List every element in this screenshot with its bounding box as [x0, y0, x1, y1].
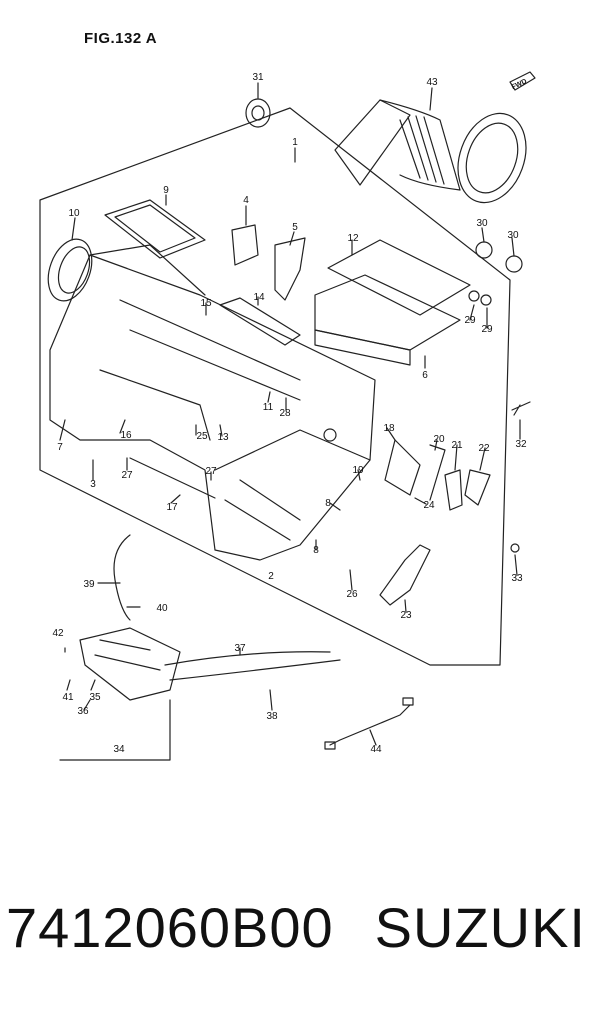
clip-29b-drawing — [480, 294, 492, 306]
callout-21: 21 — [451, 440, 463, 451]
link-22-drawing — [464, 469, 491, 506]
bracket-5-drawing — [274, 237, 306, 301]
callout-42: 42 — [52, 628, 64, 639]
grommet-30a-drawing — [475, 241, 493, 259]
callout-32: 32 — [515, 439, 527, 450]
callout-13: 13 — [217, 432, 229, 443]
callout-25: 25 — [196, 431, 208, 442]
figure-title: FIG.132 A — [84, 30, 158, 47]
lever-18-drawing — [384, 439, 421, 496]
callout-7: 7 — [57, 442, 63, 453]
rod-17-drawing — [129, 457, 216, 499]
callout-41: 41 — [62, 692, 74, 703]
control-assembly-34-drawing — [79, 627, 181, 701]
callout-16: 16 — [120, 430, 132, 441]
heater-case-drawing — [49, 244, 376, 561]
filter-12-drawing — [327, 239, 471, 316]
callout-43: 43 — [426, 77, 438, 88]
callout-24: 24 — [423, 500, 435, 511]
callout-8a: 8 — [325, 498, 331, 509]
duct-43-drawing — [334, 99, 527, 204]
plate-14-drawing — [219, 297, 301, 346]
cable-39-drawing — [113, 534, 131, 621]
clip-29a-drawing — [468, 290, 480, 302]
callout-34: 34 — [113, 744, 125, 755]
grommet-30b-drawing — [505, 255, 523, 273]
callout-38: 38 — [266, 711, 278, 722]
callout-19: 19 — [352, 465, 364, 476]
assembly-frame — [39, 107, 511, 666]
callout-9: 9 — [163, 185, 169, 196]
filter-6-drawing — [314, 274, 461, 351]
callout-20: 20 — [433, 434, 445, 445]
callout-30a: 30 — [476, 218, 488, 229]
callout-37: 37 — [234, 643, 246, 654]
callout-30b: 30 — [507, 230, 519, 241]
link-21-drawing — [444, 469, 463, 511]
harness-44-drawing — [329, 704, 411, 746]
callout-5: 5 — [292, 222, 298, 233]
callout-26: 26 — [346, 589, 358, 600]
callout-33: 33 — [511, 573, 523, 584]
callout-11: 11 — [263, 402, 274, 413]
callout-29b: 29 — [481, 324, 493, 335]
callout-1: 1 — [292, 137, 298, 148]
ring-10-drawing — [47, 238, 93, 302]
callout-27b: 27 — [205, 466, 217, 477]
cable-37-drawing — [164, 651, 331, 666]
callout-22: 22 — [478, 443, 490, 454]
caption-bar: 7412060B00 SUZUKI — [0, 895, 600, 985]
callout-27a: 27 — [121, 470, 133, 481]
parts-exploded-diagram: 1 2 3 4 5 6 7 8 8 9 10 11 12 13 14 15 16… — [39, 71, 536, 761]
callout-3: 3 — [90, 479, 96, 490]
callout-28: 28 — [279, 408, 291, 419]
callout-6: 6 — [422, 370, 428, 381]
bracket-4-drawing — [231, 224, 259, 266]
callout-39: 39 — [83, 579, 95, 590]
nut-33-drawing — [510, 543, 520, 553]
callout-10: 10 — [68, 208, 80, 219]
callout-15: 15 — [200, 298, 212, 309]
callout-4: 4 — [243, 195, 249, 206]
seal-31-drawing — [245, 98, 271, 128]
callout-18: 18 — [383, 423, 395, 434]
callout-35: 35 — [89, 692, 101, 703]
callout-29a: 29 — [464, 315, 476, 326]
frame-9-drawing — [104, 199, 206, 259]
callout-44: 44 — [370, 744, 382, 755]
callout-23: 23 — [400, 610, 412, 621]
callout-2: 2 — [268, 571, 274, 582]
screw-32-drawing — [511, 401, 531, 416]
cable-38-drawing — [169, 659, 341, 681]
fwd-arrow-icon — [509, 71, 536, 91]
callout-31: 31 — [252, 72, 264, 83]
part-number: 7412060B00 — [6, 896, 334, 959]
lever-20-drawing — [429, 444, 446, 501]
callout-12: 12 — [347, 233, 359, 244]
callout-40: 40 — [156, 603, 168, 614]
callout-14: 14 — [253, 292, 265, 303]
lever-23-drawing — [379, 544, 431, 606]
callout-36: 36 — [77, 706, 89, 717]
callout-8b: 8 — [313, 545, 319, 556]
brand-name: SUZUKI — [374, 896, 586, 959]
callout-17: 17 — [166, 502, 178, 513]
